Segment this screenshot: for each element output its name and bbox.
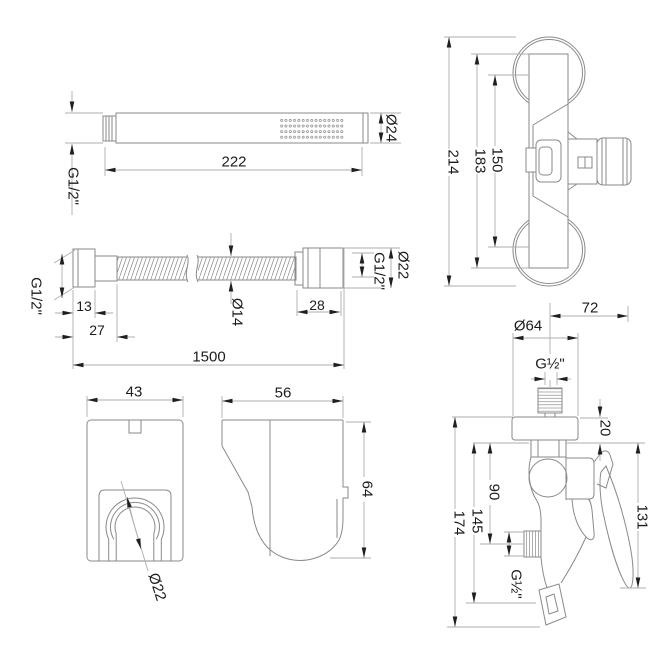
dim-hose-length: 1500: [192, 348, 226, 366]
lever-handle: [599, 465, 634, 589]
dim-mixer-lower-height: 145: [468, 508, 486, 534]
dim-mixer-thread-top: G½": [535, 355, 565, 373]
dim-handshower-diameter: Ø24: [382, 113, 400, 143]
dim-mixer-thread-bottom: G½": [507, 569, 525, 599]
bracket-front-view: [86, 396, 184, 572]
hand-shower-view: [65, 91, 401, 215]
bracket-side-dimensions: [221, 396, 371, 559]
bracket-front-dimensions: [86, 396, 184, 572]
dim-hose-nut-left: 13: [76, 298, 92, 314]
dim-hose-thread-right: G1/2": [370, 252, 388, 290]
hose-hatch: [116, 256, 297, 281]
dim-hose-diameter: Ø14: [228, 297, 246, 327]
mixer-side-outline: [511, 387, 634, 626]
dim-mixer-depth: 72: [581, 299, 599, 317]
outlet-thread: [523, 530, 542, 558]
mixer-top-dimensions: [444, 36, 529, 287]
dim-mixer-flange-diameter: Ø64: [513, 317, 543, 335]
mixer-side-centerline: [549, 303, 629, 387]
mixer-top-outline: [512, 36, 632, 287]
dim-hose-fitting-right: 28: [309, 297, 325, 313]
dim-mixer-lever-reach: 131: [633, 504, 651, 530]
mixer-side-view: [447, 303, 646, 628]
bracket-front-outline: [86, 419, 184, 562]
dim-mixer-flange-height: 20: [596, 419, 614, 437]
dim-hose-fitting-left: 27: [89, 322, 105, 338]
bracket-side-view: [221, 396, 371, 561]
hand-shower-outline: [102, 112, 369, 144]
dim-mixertop-centres: 150: [488, 147, 506, 173]
dim-hose-thread-left: G1/2": [27, 277, 45, 315]
dim-handshower-length: 222: [221, 153, 247, 171]
hand-shower-dimensions: [65, 91, 401, 215]
handle-knob: [596, 137, 632, 186]
hose-outline: [72, 247, 344, 289]
shower-hose-view: [53, 233, 400, 369]
dim-bracket-height: 64: [358, 480, 376, 498]
bottom-outlet: [538, 583, 567, 626]
dim-hose-nut-diameter: Ø22: [394, 250, 412, 280]
dim-mixertop-overall: 214: [444, 149, 462, 175]
wall-flange: [511, 416, 579, 441]
handle-base: [567, 138, 598, 185]
top-thread: [537, 387, 563, 414]
dim-mixer-outlet-offset: 90: [485, 483, 503, 501]
dim-mixertop-body: 183: [471, 148, 489, 174]
spray-dots: [280, 117, 344, 139]
dim-bracket-depth: 56: [274, 384, 292, 402]
dim-handshower-thread: G1/2": [64, 167, 82, 205]
mixer-top-view: [444, 36, 632, 287]
dim-mixer-total-height: 174: [450, 510, 468, 536]
dim-bracket-width: 43: [125, 383, 143, 401]
mixer-side-dimensions: [447, 313, 646, 628]
bracket-side-outline: [221, 419, 349, 561]
hose-dimensions: [53, 233, 400, 369]
